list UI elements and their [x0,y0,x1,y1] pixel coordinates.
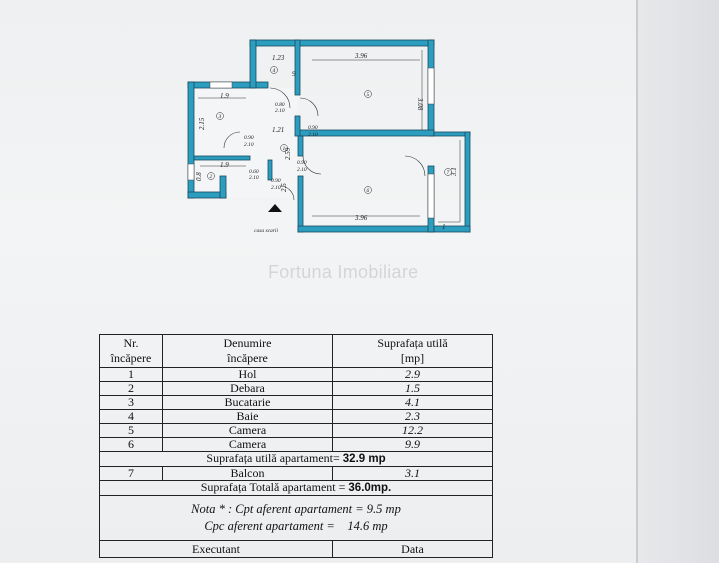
room-number: 7 [447,170,450,176]
dimension-label: 3.1 [450,167,458,177]
door-swing [302,155,322,175]
dimension-label: 2.15 [198,117,206,130]
header-denumire: Denumire încăpere [162,334,333,368]
dimension-label: 3.96 [354,214,368,222]
window [209,81,233,89]
wall [297,135,304,157]
wall [267,159,273,181]
total-value: 36.0mp. [348,482,392,494]
room-number: 5 [367,92,370,98]
wall [297,225,435,233]
dimension-label: 0.8 [195,172,203,181]
door-label: 2.10 [271,185,281,191]
door-label: 0.80 [275,102,285,108]
table-row: 4 Baie 2.3 [99,409,493,424]
room-number: 3 [218,114,222,120]
table-row: 3 Bucatarie 4.1 [99,395,493,410]
door-label: 2.10 [244,142,254,148]
door-swing [279,185,295,201]
wall [249,39,435,47]
wall [187,81,195,199]
watermark: Fortuna Imobiliare [268,262,419,282]
dimension-label: 1.9 [220,92,229,100]
page-edge [636,0,638,563]
header-suprafata: Suprafața utilă [mp] [332,334,493,368]
door-label: 0.60 [249,169,259,175]
dimension-label: 3.08 [416,97,424,111]
area-table: Nr. încăpere Denumire încăpere Suprafața… [99,334,493,558]
total-util-label: Suprafața utilă apartament= [206,451,340,465]
table-row: 6 Camera 9.9 [99,437,493,452]
room-number: 4 [273,67,276,74]
wall [464,131,471,233]
stair-label: casa scarii [254,228,278,234]
total-util-row: Suprafața utilă apartament= 32.9 mp [99,451,493,467]
door-label: 2.10 [275,108,285,114]
wall [433,225,471,233]
room-number: 2 [210,174,213,180]
nota-row: Nota * : Cpt aferent apartament = 9.5 mp… [99,495,493,541]
wall [294,39,301,96]
dimension-label: 9 [292,70,296,78]
nota-cpc: Cpc aferent apartament = 14.6 mp [204,519,388,533]
dimension-label: 1.23 [272,54,285,62]
total-row: Suprafața Totală apartament = 36.0mp. [99,480,493,496]
wall [249,39,257,89]
stair-arrow-icon [268,204,282,212]
door-label: 0.90 [244,135,254,141]
door-label: 0.90 [271,178,281,184]
total-label: Suprafața Totală apartament = [200,480,346,494]
window [427,67,435,105]
wall [294,115,301,137]
data-cell: Data [332,540,493,558]
table-header-row: Nr. încăpere Denumire încăpere Suprafața… [99,334,493,368]
dimension-label: 1.21 [272,126,284,134]
signature-row: Executant Data [99,540,493,558]
dimension-label: 1.9 [220,161,229,169]
dimension-label: 2.5 [280,183,288,192]
total-util-value: 32.9 mp [342,453,386,465]
table-row: 5 Camera 12.2 [99,423,493,438]
door-swing [299,97,319,117]
nota-cpt: Nota * : Cpt aferent apartament = 9.5 mp [191,502,401,516]
wall [219,175,227,199]
door-swing [404,155,426,177]
wall [193,155,251,161]
wall [297,129,435,137]
door-swing [269,87,291,109]
door-label: 2.10 [297,167,307,173]
floor-plan: 1 2 3 4 5 6 7 1.23 3.96 3.08 1.9 2.15 1.… [187,39,471,234]
room-number: 1 [283,146,286,152]
door-label: 2.10 [249,175,259,181]
door-label: 0.90 [297,160,307,166]
table-row: 2 Debara 1.5 [99,381,493,396]
room-number: 6 [367,188,370,194]
dimension-label: 3.96 [354,52,368,60]
door-label: 2.10 [308,132,318,138]
wall [297,175,304,233]
header-nr: Nr. încăpere [99,334,163,368]
door-label: 0.90 [308,125,318,131]
door-swing [223,131,241,149]
window [427,173,435,219]
window [187,163,195,181]
dimension-label: 1 [442,223,446,231]
executant-cell: Executant [99,540,333,558]
table-row: 7 Balcon 3.1 [99,466,493,481]
table-row: 1 Hol 2.9 [99,367,493,382]
background-sheet [638,0,719,563]
dimension-label: 2.59 [284,147,292,160]
